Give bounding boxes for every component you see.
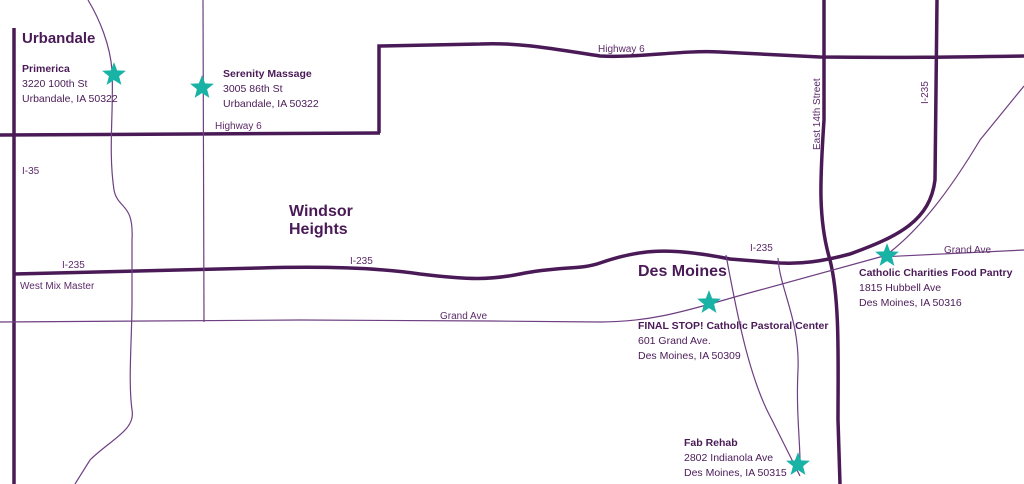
road-east-14th-street: [819, 0, 842, 484]
road-highway6-lower: [0, 131, 381, 137]
star-marker-icon[interactable]: [101, 61, 127, 87]
location-name: FINAL STOP! Catholic Pastoral Center: [638, 320, 829, 332]
location-label-serenity-massage: Serenity Massage 3005 86th St Urbandale,…: [223, 67, 319, 113]
road-label-i235-right: I-235: [750, 243, 773, 254]
location-address: 3220 100th St: [22, 78, 88, 91]
location-label-final-stop: FINAL STOP! Catholic Pastoral Center 601…: [638, 319, 828, 365]
location-city: Urbandale, IA 50322: [22, 93, 118, 106]
star-marker-icon[interactable]: [785, 451, 811, 477]
road-label-grand-ave-right: Grand Ave: [944, 245, 992, 256]
location-address: 2802 Indianola Ave: [684, 452, 774, 465]
location-label-catholic-charities: Catholic Charities Food Pantry 1815 Hubb…: [859, 266, 1012, 312]
location-address: 3005 86th St: [223, 83, 283, 96]
road-label-east-14th-street: East 14th Street: [812, 78, 823, 150]
location-address: 1815 Hubbell Ave: [859, 282, 942, 295]
location-city: Des Moines, IA 50315: [684, 467, 787, 480]
location-city: Urbandale, IA 50322: [223, 98, 319, 111]
location-city: Des Moines, IA 50309: [638, 350, 741, 363]
location-name: Primerica: [22, 63, 70, 75]
city-label-urbandale: Urbandale: [22, 30, 96, 47]
road-86th-street: [202, 0, 205, 323]
city-label-windsor-heights: Windsor Heights: [289, 203, 353, 240]
road-label-grand-ave-mid: Grand Ave: [440, 311, 488, 322]
road-grand-ave: [0, 249, 1024, 323]
location-name: Serenity Massage: [223, 68, 312, 80]
star-marker-icon[interactable]: [189, 74, 215, 100]
road-label-highway6-left: Highway 6: [215, 121, 262, 132]
star-marker-icon[interactable]: [874, 242, 900, 268]
road-label-i235-mid: I-235: [350, 256, 373, 267]
road-label-i235-vertical: I-235: [920, 81, 931, 104]
location-label-primerica: Primerica 3220 100th St Urbandale, IA 50…: [22, 62, 118, 108]
road-i235: [13, 0, 939, 281]
road-label-highway6-top: Highway 6: [598, 44, 645, 55]
road-label-i35: I-35: [22, 166, 40, 177]
city-label-des-moines: Des Moines: [638, 263, 727, 280]
location-name: Fab Rehab: [684, 437, 738, 449]
city-label-windsor-heights-line1: Windsor: [289, 203, 353, 220]
star-marker-icon[interactable]: [696, 289, 722, 315]
road-right-diagonal: [884, 85, 1024, 257]
city-label-windsor-heights-line2: Heights: [289, 221, 348, 239]
road-label-west-mix-master: West Mix Master: [20, 281, 95, 292]
road-label-i235-left: I-235: [62, 260, 85, 271]
location-address: 601 Grand Ave.: [638, 335, 711, 348]
location-city: Des Moines, IA 50316: [859, 297, 962, 310]
location-label-fab-rehab: Fab Rehab 2802 Indianola Ave Des Moines,…: [684, 436, 787, 482]
road-indianola-west: [725, 254, 801, 477]
location-name: Catholic Charities Food Pantry: [859, 267, 1013, 279]
road-indianola-east: [777, 257, 801, 463]
